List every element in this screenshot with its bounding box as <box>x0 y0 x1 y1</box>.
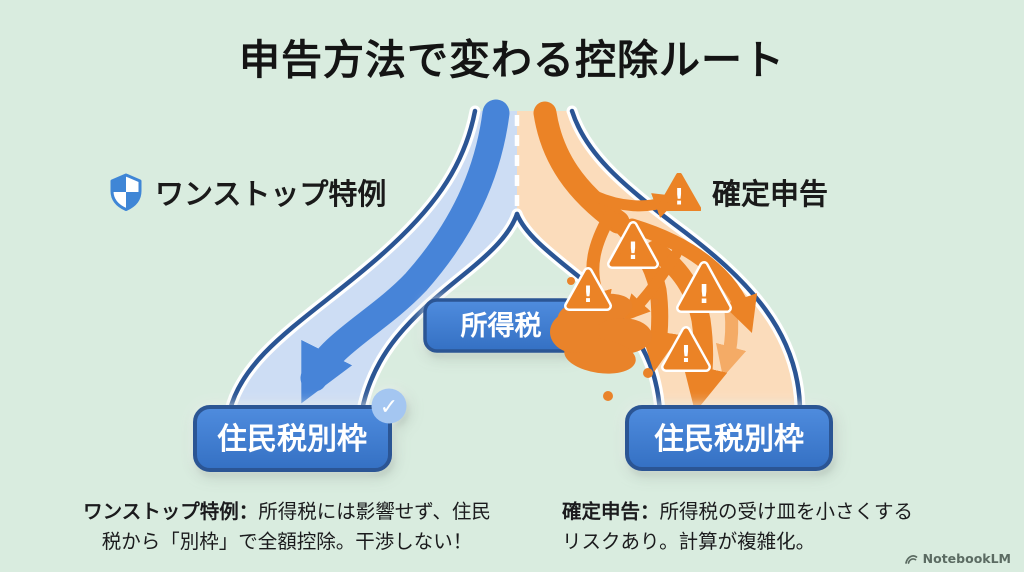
warning-triangle-icon: ! <box>661 326 711 372</box>
residence-tax-left-label: 住民税別枠 <box>217 422 367 457</box>
residence-tax-right-label: 住民税別枠 <box>654 422 804 457</box>
tax-return-label: ! 確定申告 <box>659 171 828 213</box>
one-stop-caption-line2: 税から「別枠」で全額控除。干渉しない！ <box>101 530 473 553</box>
income-tax-box: 所得税 <box>423 298 579 353</box>
residence-tax-box-right: 住民税別枠 <box>625 405 833 471</box>
flow-warning-triangles: ! ! ! ! <box>564 221 732 372</box>
svg-text:!: ! <box>628 237 639 265</box>
checkmark-icon: ✓ <box>380 395 398 420</box>
blue-flow-arrow <box>300 99 510 404</box>
one-stop-label-text: ワンストップ特例 <box>155 177 387 211</box>
droplet <box>651 298 659 306</box>
tax-return-caption-line1: 所得税の受け皿を小さくする <box>659 500 914 523</box>
droplet <box>567 277 575 285</box>
tax-return-caption-line2: リスクあり。計算が複雑化。 <box>562 530 816 553</box>
residence-tax-box-left: 住民税別枠 ✓ <box>193 388 407 472</box>
tax-return-caption-term: 確定申告： <box>562 500 660 523</box>
one-stop-caption-line1: 所得税には影響せず、住民 <box>258 500 491 523</box>
income-tax-label: 所得税 <box>461 311 542 342</box>
svg-text:!: ! <box>681 342 692 368</box>
watermark-text: NotebookLM <box>922 551 1011 566</box>
page-title: 申告方法で変わる控除ルート <box>239 36 785 84</box>
svg-text:!: ! <box>583 283 593 308</box>
check-badge: ✓ <box>371 388 407 424</box>
one-stop-caption: ワンストップ特例：所得税には影響せず、住民 税から「別枠」で全額控除。干渉しない… <box>58 497 516 557</box>
svg-text:!: ! <box>674 185 684 210</box>
tax-return-caption: 確定申告：所得税の受け皿を小さくする リスクあり。計算が複雑化。 <box>562 497 1002 557</box>
shield-icon <box>110 173 142 211</box>
droplet <box>603 391 613 401</box>
overflow-splash <box>550 277 659 401</box>
warning-triangle-icon: ! <box>676 261 732 313</box>
warning-triangle-icon: ! <box>564 267 612 311</box>
droplet <box>643 368 653 378</box>
notebooklm-logo-icon <box>904 555 918 564</box>
tax-return-label-text: 確定申告 <box>712 177 829 211</box>
one-stop-label: ワンストップ特例 <box>108 171 386 213</box>
svg-text:!: ! <box>698 280 710 310</box>
watermark: NotebookLM <box>904 551 1011 566</box>
warning-triangle-icon: ! <box>659 173 701 211</box>
one-stop-caption-term: ワンストップ特例： <box>83 500 259 523</box>
warning-triangle-icon: ! <box>607 221 659 269</box>
